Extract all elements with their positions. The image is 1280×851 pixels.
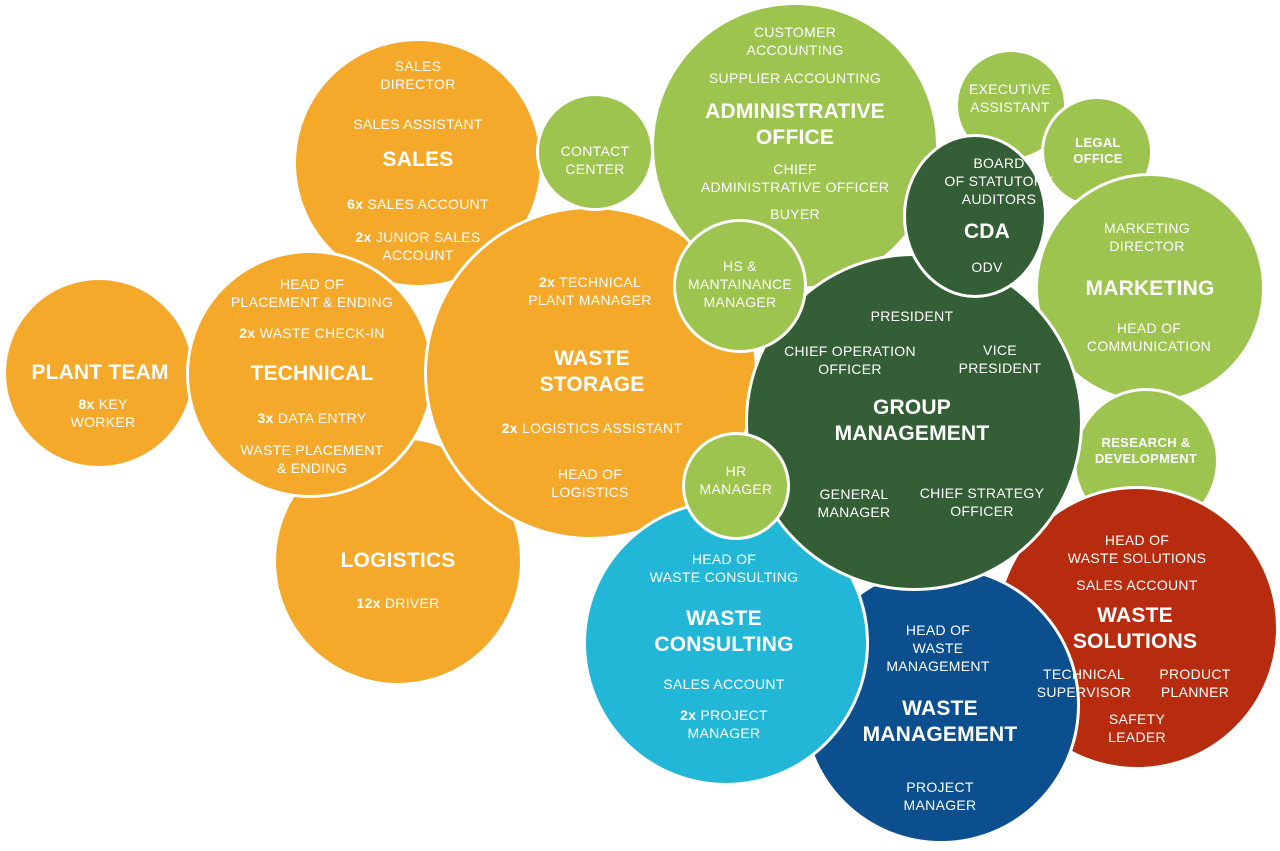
consulting-pm-count: 2x <box>680 707 697 723</box>
management-project-manager: PROJECT MANAGER <box>903 779 977 813</box>
marketing-head: HEAD OF COMMUNICATION <box>1086 320 1212 354</box>
gm-vice-president: VICE PRESIDENT <box>958 342 1042 376</box>
waste-consulting-title: WASTE CONSULTING <box>654 607 794 656</box>
gm-president: PRESIDENT <box>870 308 954 324</box>
gm-general-manager: GENERAL MANAGER <box>817 486 891 520</box>
bubble-cda <box>903 134 1047 298</box>
solutions-technical-supervisor: TECHNICAL SUPERVISOR <box>1036 666 1132 700</box>
admin-customer-accounting: CUSTOMER ACCOUNTING <box>746 24 844 58</box>
technical-placement: WASTE PLACEMENT & ENDING <box>240 442 384 476</box>
hr-manager-label: HR MANAGER <box>699 463 773 497</box>
sales-title: SALES <box>382 148 454 171</box>
storage-head: HEAD OF LOGISTICS <box>551 466 629 500</box>
marketing-title: MARKETING <box>1085 277 1215 300</box>
waste-storage-title: WASTE STORAGE <box>539 347 645 396</box>
solutions-head: HEAD OF WASTE SOLUTIONS <box>1067 532 1207 566</box>
cda-title: CDA <box>963 220 1011 243</box>
sales-director: SALES DIRECTOR <box>380 58 456 92</box>
cda-odv: ODV <box>971 259 1003 275</box>
group-management-title: GROUP MANAGEMENT <box>834 396 990 445</box>
sales-junior-role: JUNIOR SALES ACCOUNT <box>375 229 481 263</box>
technical-checkin: 2x WASTE CHECK-IN <box>239 324 384 342</box>
consulting-pm-role: PROJECT MANAGER <box>687 707 768 741</box>
admin-supplier-accounting: SUPPLIER ACCOUNTING <box>708 70 882 86</box>
technical-data-entry-role: DATA ENTRY <box>277 410 367 426</box>
plant-team-worker-role: KEY WORKER <box>70 396 136 430</box>
admin-buyer: BUYER <box>770 206 820 222</box>
logistics-driver-count: 12x <box>356 595 381 611</box>
sales-account-role: SALES ACCOUNT <box>367 196 489 212</box>
sales-junior: 2x JUNIOR SALES ACCOUNT <box>355 228 480 264</box>
hs-manager-label: HS & MANTAINANCE MANAGER <box>687 258 793 310</box>
technical-data-entry: 3x DATA ENTRY <box>258 409 367 427</box>
storage-logistics-assistant-role: LOGISTICS ASSISTANT <box>522 420 683 436</box>
solutions-sales-account: SALES ACCOUNT <box>1076 577 1198 593</box>
consulting-project-manager: 2x PROJECT MANAGER <box>680 706 768 742</box>
waste-management-title: WASTE MANAGEMENT <box>862 697 1018 746</box>
solutions-product-planner: PRODUCT PLANNER <box>1159 666 1231 700</box>
management-head: HEAD OF WASTE MANAGEMENT <box>886 622 990 674</box>
storage-logistics-assistant-count: 2x <box>501 420 518 436</box>
sales-account: 6x SALES ACCOUNT <box>347 195 489 213</box>
gm-cso: CHIEF STRATEGY OFFICER <box>919 485 1045 519</box>
consulting-head: HEAD OF WASTE CONSULTING <box>649 551 799 585</box>
technical-data-entry-count: 3x <box>257 410 274 426</box>
logistics-title: LOGISTICS <box>340 549 456 572</box>
storage-plant-manager: 2x TECHNICAL PLANT MANAGER <box>528 273 651 309</box>
cda-board: BOARD OF STATUTORY AUDITORS <box>944 155 1054 207</box>
admin-chief: CHIEF ADMINISTRATIVE OFFICER <box>700 161 890 195</box>
logistics-drivers: 12x DRIVER <box>356 594 439 612</box>
technical-checkin-role: WASTE CHECK-IN <box>259 325 385 341</box>
administrative-office-title: ADMINISTRATIVE OFFICE <box>705 100 885 149</box>
storage-plant-manager-role: TECHNICAL PLANT MANAGER <box>528 274 652 308</box>
gm-coo: CHIEF OPERATION OFFICER <box>784 343 916 377</box>
contact-center-label: CONTACT CENTER <box>560 143 630 177</box>
storage-plant-manager-count: 2x <box>538 274 556 290</box>
technical-checkin-count: 2x <box>239 325 256 341</box>
marketing-director: MARKETING DIRECTOR <box>1104 220 1190 254</box>
solutions-safety-leader: SAFETY LEADER <box>1108 711 1166 745</box>
technical-title: TECHNICAL <box>250 362 374 385</box>
technical-head: HEAD OF PLACEMENT & ENDING <box>230 276 394 310</box>
sales-account-count: 6x <box>347 196 364 212</box>
storage-logistics-assistant: 2x LOGISTICS ASSISTANT <box>502 419 683 437</box>
research-label: RESEARCH & DEVELOPMENT <box>1094 435 1198 466</box>
bubble-hr-manager <box>682 432 790 540</box>
consulting-sales-account: SALES ACCOUNT <box>663 676 785 692</box>
plant-team-workers: 8x KEY WORKER <box>71 395 136 431</box>
bubble-plant-team <box>3 277 195 469</box>
plant-team-title: PLANT TEAM <box>31 361 169 384</box>
bubble-hs-manager <box>673 219 807 353</box>
sales-assistant: SALES ASSISTANT <box>353 116 483 132</box>
legal-office-label: LEGAL OFFICE <box>1073 135 1123 166</box>
logistics-driver-role: DRIVER <box>384 595 440 611</box>
waste-solutions-title: WASTE SOLUTIONS <box>1072 604 1198 653</box>
sales-junior-count: 2x <box>355 229 372 245</box>
executive-assistant-label: EXECUTIVE ASSISTANT <box>968 81 1052 115</box>
plant-team-worker-count: 8x <box>78 396 95 412</box>
